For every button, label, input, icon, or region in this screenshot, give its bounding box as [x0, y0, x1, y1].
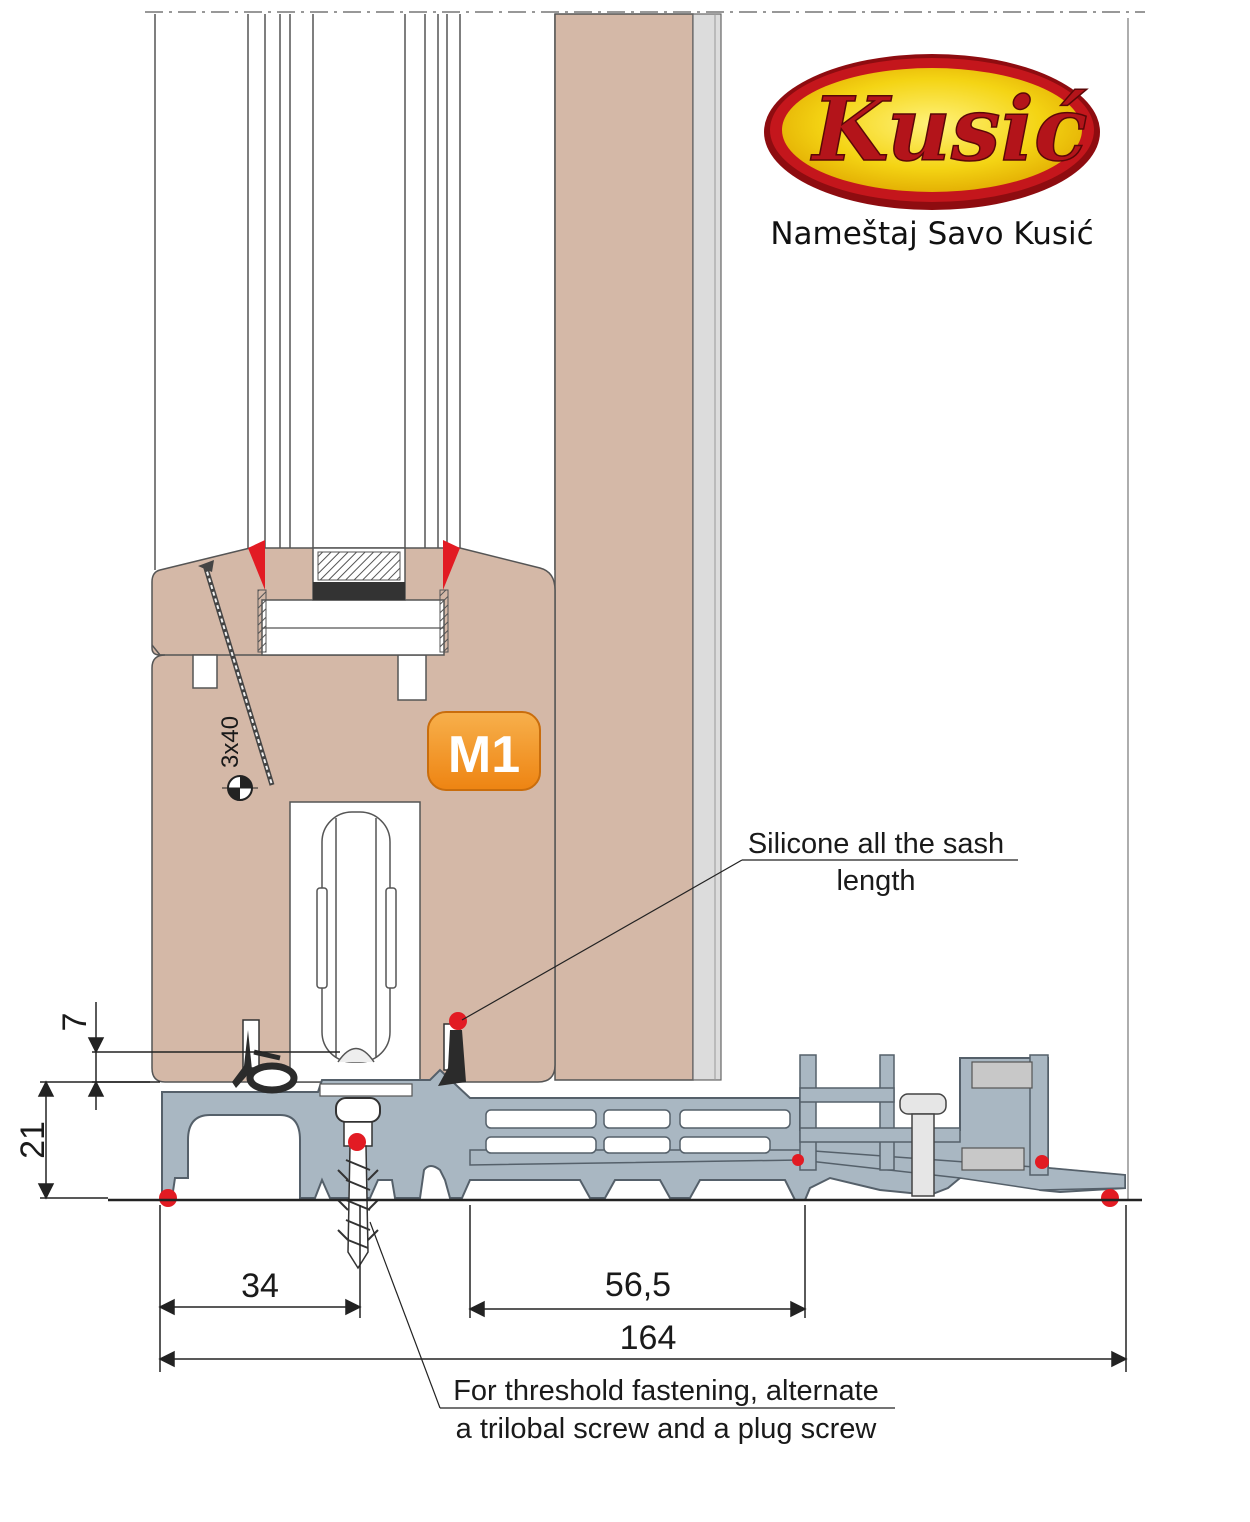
- company-name: Nameštaj Savo Kusić: [770, 216, 1093, 252]
- glazing-tape-right: [439, 589, 449, 653]
- note-threshold-line1: For threshold fastening, alternate: [453, 1375, 879, 1407]
- dimension-total-width-label: 164: [620, 1319, 677, 1357]
- frame-posts: [799, 1054, 1049, 1176]
- fixed-glass-strip: [692, 13, 722, 1081]
- dimension-gap-label: 7: [56, 1013, 94, 1032]
- dimension-rail-offset: [468, 1300, 807, 1318]
- dimension-screw-offset-label: 34: [241, 1267, 279, 1305]
- glazing-tape-left: [257, 589, 267, 653]
- profile-chambers: [485, 1109, 791, 1154]
- silicone-right: [443, 540, 460, 590]
- leader-silicone: [461, 859, 1018, 1021]
- plug-screw: [899, 1093, 947, 1197]
- dimension-height: [37, 1080, 150, 1200]
- rubber-seal-right: [438, 1023, 466, 1086]
- kusic-logo: Kusić: [764, 54, 1100, 210]
- screw-size-label: 3x40: [217, 716, 244, 768]
- m1-badge: M1: [427, 711, 541, 791]
- dimension-screw-offset: [158, 1298, 362, 1316]
- spacer-sealant: [313, 582, 405, 600]
- note-silicone-line1: Silicone all the sash: [748, 828, 1004, 860]
- dimension-extension-lines: [159, 1205, 1127, 1372]
- glazing-unit: [247, 14, 461, 600]
- logo-wordmark: Kusić: [809, 77, 1087, 181]
- brush-seal-bottom: [961, 1147, 1025, 1171]
- silicone-left: [248, 540, 265, 590]
- wheel-rail: [319, 1083, 413, 1097]
- silicone-dots: [159, 1012, 1119, 1207]
- brush-seal-top: [971, 1061, 1033, 1089]
- note-threshold-line2: a trilobal screw and a plug screw: [456, 1413, 878, 1445]
- dimension-rail-offset-label: 56,5: [605, 1266, 671, 1304]
- rubber-seal-left: [232, 1019, 298, 1094]
- center-mark-icon: [222, 775, 258, 801]
- dimension-total-width: [158, 1350, 1128, 1368]
- leader-threshold: [369, 1221, 895, 1409]
- note-silicone-line2: length: [836, 865, 915, 897]
- wood-screw: [198, 560, 275, 786]
- groove-right: [397, 654, 427, 701]
- groove-left: [192, 654, 218, 689]
- roller-wheel: [316, 811, 397, 1063]
- svg-text:M1: M1: [448, 726, 520, 784]
- dimension-height-label: 21: [14, 1121, 52, 1159]
- fixed-wood-panel: [554, 13, 694, 1081]
